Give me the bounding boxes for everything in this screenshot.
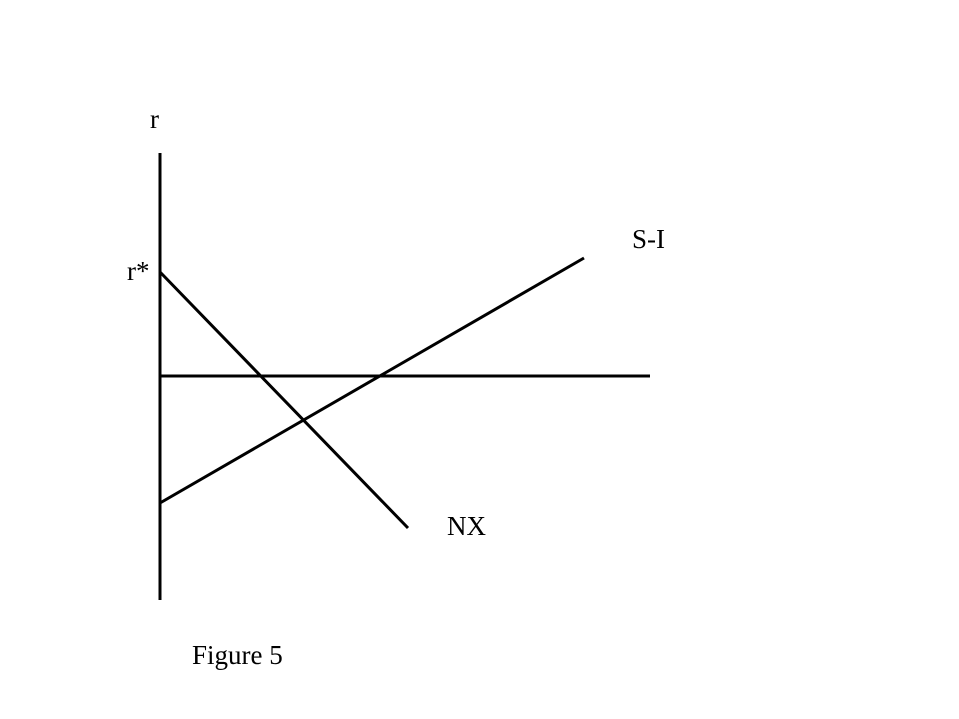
nx-label: NX bbox=[447, 511, 486, 541]
nx-curve bbox=[158, 270, 410, 530]
s-i-curve bbox=[159, 256, 585, 505]
s-i-label: S-I bbox=[632, 224, 665, 254]
world-rate-label: r* bbox=[127, 256, 150, 286]
figure-caption: Figure 5 bbox=[192, 640, 283, 670]
y-axis-label: r bbox=[150, 104, 159, 134]
